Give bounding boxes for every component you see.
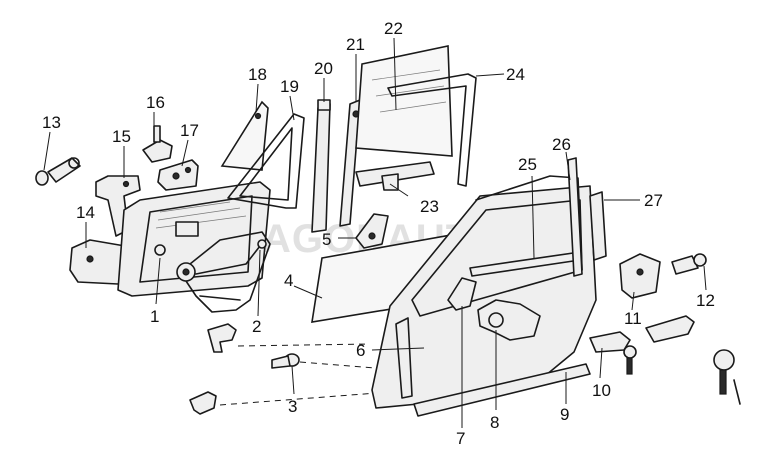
door-latch: [619, 253, 661, 299]
callout-9: 9: [560, 405, 569, 424]
callout-25: 25: [518, 155, 537, 174]
glass-run-channel: [339, 99, 361, 227]
hinge-clip: [207, 323, 237, 353]
callout-12: 12: [696, 291, 715, 310]
callout-6: 6: [356, 341, 365, 360]
inner-lock-knob: [142, 125, 173, 163]
leader-lines: [43, 37, 707, 428]
callout-23: 23: [420, 197, 439, 216]
callout-2: 2: [252, 317, 261, 336]
callout-7: 7: [456, 429, 465, 448]
callout-22: 22: [384, 19, 403, 38]
callout-8: 8: [490, 413, 499, 432]
callout-14: 14: [76, 203, 95, 222]
callout-11: 11: [624, 309, 642, 328]
callout-13: 13: [42, 113, 61, 132]
lower-hinge: [189, 391, 217, 415]
callout-15: 15: [112, 127, 131, 146]
callout-labels: 1 2 3 4 5 6 7 8 9 10 11 12 13 14 15 16 1…: [42, 19, 715, 448]
lock-cylinder: [671, 253, 707, 275]
callout-18: 18: [248, 65, 267, 84]
callout-17: 17: [180, 121, 199, 140]
inner-handle-mechanism: [157, 159, 199, 191]
callout-21: 21: [346, 35, 365, 54]
outside-handle: [589, 331, 637, 375]
upper-glass-frame: [387, 73, 477, 187]
division-channel: [311, 99, 331, 233]
rear-channel-seal: [567, 157, 583, 277]
callout-1: 1: [150, 307, 159, 326]
vent-window-frame: [227, 113, 305, 209]
callout-4: 4: [284, 271, 293, 290]
callout-5: 5: [322, 230, 331, 249]
callout-10: 10: [592, 381, 611, 400]
outer-handle-lever: [645, 315, 741, 405]
callout-26: 26: [552, 135, 571, 154]
callout-19: 19: [280, 77, 299, 96]
armrest: [69, 239, 131, 285]
callout-16: 16: [146, 93, 165, 112]
callout-3: 3: [288, 397, 297, 416]
door-lock: [477, 299, 541, 341]
door-trim-panel: [117, 181, 271, 297]
callout-27: 27: [644, 191, 663, 210]
rear-trim-strip: [589, 191, 607, 261]
window-crank-handle: [35, 157, 81, 186]
door-glass-upper: [355, 45, 453, 157]
alignment-lines: [219, 343, 391, 406]
door-lower-moulding: [413, 363, 591, 417]
glass-lift-channel: [355, 161, 435, 191]
callout-20: 20: [314, 59, 333, 78]
vent-glass: [220, 100, 269, 171]
callout-24: 24: [506, 65, 525, 84]
window-regulator: [176, 231, 271, 313]
glass-bracket: [355, 213, 389, 249]
door-check-pin: [271, 353, 300, 369]
door-hinge-bracket: [447, 277, 477, 311]
